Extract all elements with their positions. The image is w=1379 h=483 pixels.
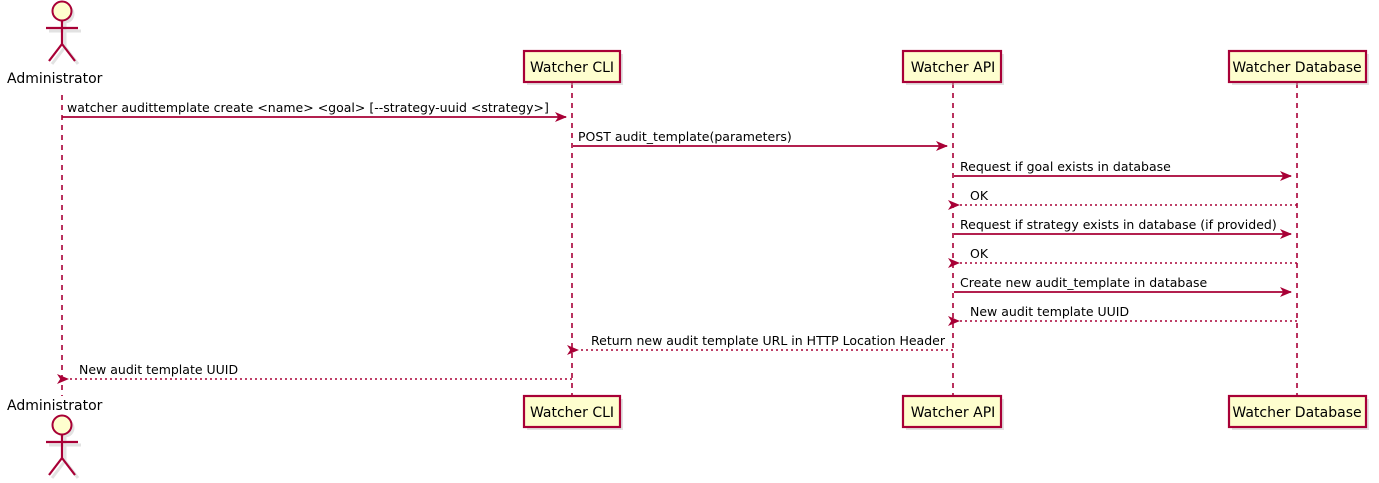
participant-label-watcher-cli-top: Watcher CLI <box>530 60 614 76</box>
participant-label-watcher-api-bottom: Watcher API <box>911 405 996 421</box>
participant-box-rect <box>1227 394 1368 429</box>
participant-box-watcher-api-bottom[interactable]: Watcher API <box>901 394 1004 430</box>
participant-box-watcher-cli-top[interactable]: Watcher CLI <box>522 49 623 85</box>
actor-stick-figure-icon <box>46 0 78 62</box>
message-label: New audit template UUID <box>79 362 238 377</box>
message-3[interactable]: Request if goal exists in database <box>954 159 1292 181</box>
actor-administrator-top[interactable]: Administrator <box>7 0 103 88</box>
actor-stick-figure-icon <box>46 414 78 476</box>
message-9[interactable]: Return new audit template URL in HTTP Lo… <box>567 333 953 355</box>
participant-box-rect <box>901 394 1003 429</box>
actor-label-administrator-top: Administrator <box>7 71 103 87</box>
lifelines <box>61 83 1298 396</box>
message-label: Request if strategy exists in database (… <box>960 217 1277 232</box>
message-label: watcher audittemplate create <name> <goa… <box>67 100 549 115</box>
message-2[interactable]: POST audit_template(parameters) <box>573 129 948 151</box>
participant-label-watcher-cli-bottom: Watcher CLI <box>530 405 614 421</box>
participant-box-watcher-database-bottom[interactable]: Watcher Database <box>1227 394 1369 430</box>
participant-box-watcher-api-top[interactable]: Watcher API <box>901 49 1004 85</box>
message-label: OK <box>970 246 989 261</box>
message-10[interactable]: New audit template UUID <box>57 362 572 384</box>
message-label: Request if goal exists in database <box>960 159 1171 174</box>
participant-label-watcher-database-bottom: Watcher Database <box>1232 405 1361 421</box>
message-1[interactable]: watcher audittemplate create <name> <goa… <box>62 100 567 122</box>
participant-box-rect <box>1227 49 1368 84</box>
participant-label-watcher-api-top: Watcher API <box>911 60 996 76</box>
actor-label-administrator-bottom: Administrator <box>7 398 103 414</box>
actor-administrator-bottom[interactable]: Administrator <box>7 398 103 479</box>
message-7[interactable]: Create new audit_template in database <box>954 275 1292 297</box>
participant-box-rect <box>522 394 622 429</box>
participant-box-watcher-cli-bottom[interactable]: Watcher CLI <box>522 394 623 430</box>
participant-label-watcher-database-top: Watcher Database <box>1232 60 1361 76</box>
message-4[interactable]: OK <box>948 188 1297 210</box>
message-label: Return new audit template URL in HTTP Lo… <box>591 333 946 348</box>
message-label: POST audit_template(parameters) <box>578 129 792 144</box>
participant-box-watcher-database-top[interactable]: Watcher Database <box>1227 49 1369 85</box>
message-label: OK <box>970 188 989 203</box>
participant-box-rect <box>522 49 622 84</box>
message-8[interactable]: New audit template UUID <box>948 304 1297 326</box>
message-6[interactable]: OK <box>948 246 1297 268</box>
message-5[interactable]: Request if strategy exists in database (… <box>954 217 1292 239</box>
message-label: New audit template UUID <box>970 304 1129 319</box>
message-label: Create new audit_template in database <box>960 275 1207 290</box>
participant-box-rect <box>901 49 1003 84</box>
